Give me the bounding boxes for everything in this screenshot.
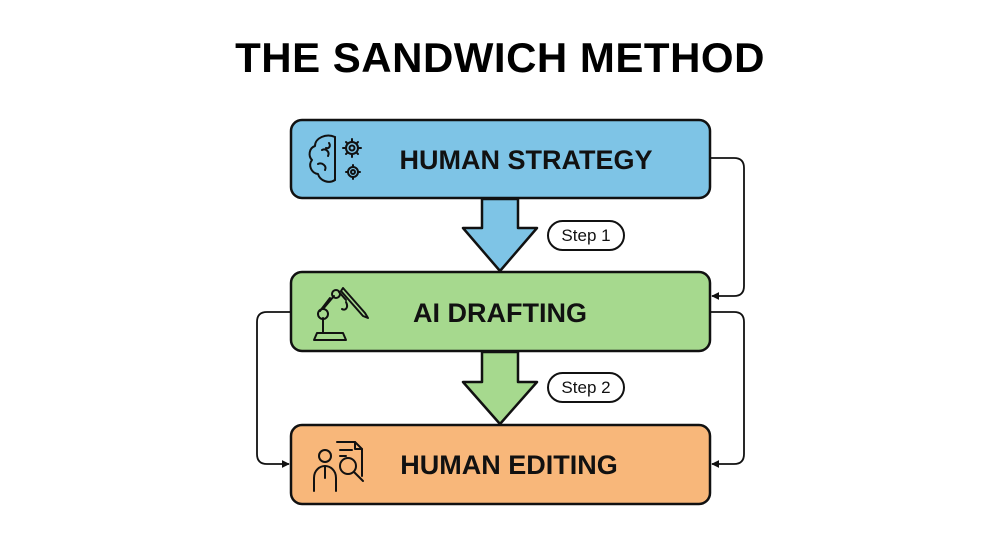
- box-human-strategy-label: HUMAN STRATEGY: [400, 145, 653, 175]
- step-1-pill: Step 1: [547, 220, 625, 251]
- box-human-editing: HUMAN EDITING: [289, 423, 712, 506]
- diagram-title: THE SANDWICH METHOD: [235, 34, 765, 81]
- box-ai-drafting-label: AI DRAFTING: [413, 298, 587, 328]
- robot-arm-pen-icon: [313, 287, 369, 341]
- step-2-arrow: [461, 350, 539, 426]
- box-ai-drafting: AI DRAFTING: [289, 270, 712, 353]
- connector-drafting-to-editing-left: [256, 311, 291, 468]
- step-1-label: Step 1: [561, 226, 610, 245]
- box-human-editing-label: HUMAN EDITING: [400, 450, 618, 480]
- step-1-arrow: [461, 197, 539, 273]
- connector-strategy-to-drafting: [710, 157, 745, 300]
- connector-drafting-to-editing-right: [710, 311, 745, 468]
- box-human-strategy: HUMAN STRATEGY: [289, 118, 712, 200]
- step-2-label: Step 2: [561, 378, 610, 397]
- person-document-magnifier-icon: [313, 441, 364, 492]
- step-2-pill: Step 2: [547, 372, 625, 403]
- brain-gear-icon: [308, 134, 362, 183]
